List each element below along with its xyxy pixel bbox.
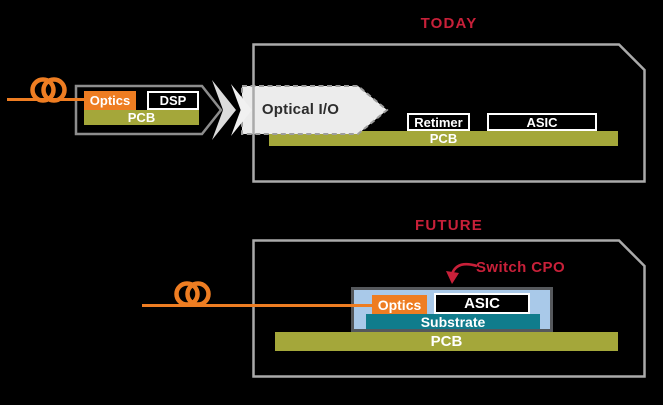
- future-title: FUTURE: [414, 217, 484, 234]
- today-title: TODAY: [420, 15, 478, 32]
- module-optics-chip: Optics: [84, 91, 136, 110]
- cpo-substrate: Substrate: [366, 314, 540, 330]
- today-panel: [252, 43, 646, 183]
- module-pcb: PCB: [84, 110, 199, 125]
- today-pcb: PCB: [269, 131, 618, 146]
- future-panel: [252, 239, 646, 378]
- retimer-chip: Retimer: [407, 113, 470, 131]
- future-pcb: PCB: [275, 332, 618, 351]
- asic-chip: ASIC: [487, 113, 597, 131]
- cpo-optics-chip: Optics: [372, 295, 427, 315]
- curved-arrow-icon: [446, 263, 478, 284]
- fiber-coil-icon: [174, 281, 211, 307]
- pluggable-module-outline: [74, 84, 223, 136]
- switch-cpo-label: Switch CPO: [476, 259, 566, 276]
- optical-io-arrow: [241, 85, 389, 135]
- module-dsp-chip: DSP: [147, 91, 199, 110]
- future-fiber-line: [142, 304, 373, 307]
- optical-io-label: Optical I/O: [261, 101, 340, 118]
- fiber-coil-icon: [30, 77, 67, 103]
- cpo-asic-chip: ASIC: [434, 293, 530, 314]
